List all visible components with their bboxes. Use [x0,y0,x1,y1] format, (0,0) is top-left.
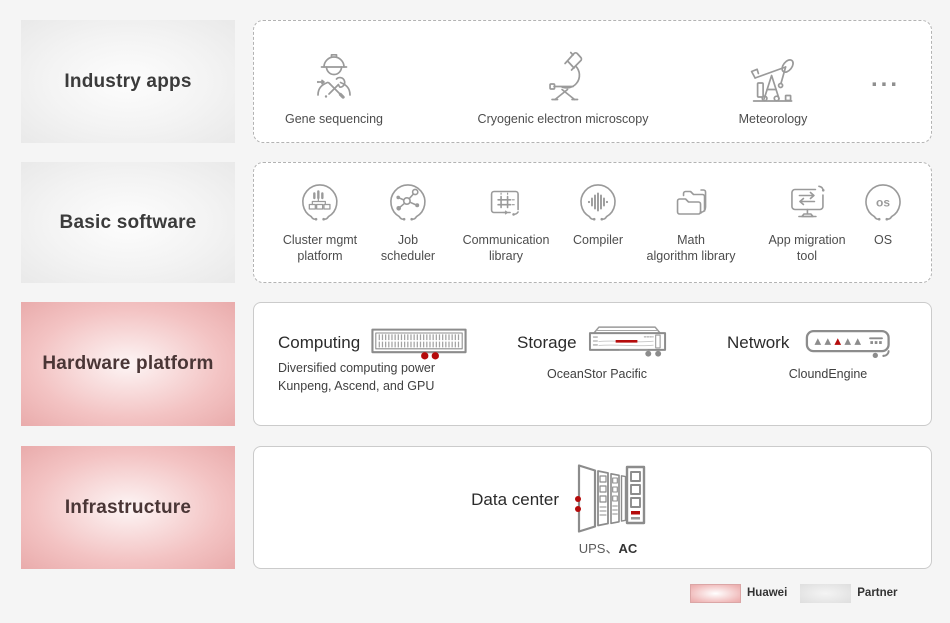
item-caption: Job scheduler [380,233,436,264]
network-switch-icon [805,326,900,361]
item-caption: Compiler [572,233,624,247]
os-icon-label: os [876,196,890,210]
item-caption: App migration tool [768,233,846,264]
layer-title: Industry apps [64,70,192,92]
data-center-title: Data center [471,490,559,509]
storage-array-icon [586,324,671,360]
layer-label-infrastructure: Infrastructure [21,446,235,569]
item-caption: Gene sequencing [285,112,383,126]
network-caption: CloundEngine [788,367,868,381]
storage-caption: OceanStor Pacific [546,367,648,381]
storage-title: Storage [517,333,577,352]
legend-label-partner: Partner [857,587,898,599]
legend-swatch-huawei [690,583,741,603]
hardware-platform-box: Computing Diversified computing power Ku… [253,302,932,426]
basic-software-box: Cluster mgmt platform [253,162,932,283]
layer-label-basic-software: Basic software [21,162,235,283]
cluster-mgmt-icon [283,179,357,225]
computing-title: Computing [278,333,361,352]
legend: Huawei Partner [690,583,898,603]
industry-item-cryo-em: Cryogenic electron microscopy [477,45,649,126]
compiler-icon [573,179,623,225]
item-caption: OS [873,233,893,247]
app-migration-icon [768,179,845,225]
os-icon: os [861,179,905,225]
basic-item-communication-library: Communication library [462,179,550,265]
data-center-racks-icon [570,461,650,535]
math-library-icon [647,179,736,225]
layer-label-hardware-platform: Hardware platform [21,302,235,426]
basic-item-compiler: Compiler [573,179,623,248]
item-caption: Meteorology [738,112,808,126]
legend-label-huawei: Huawei [747,587,788,599]
industry-item-gene-sequencing: Gene sequencing [285,45,383,126]
basic-item-cluster-mgmt: Cluster mgmt platform [283,179,357,265]
layer-title: Infrastructure [64,496,192,518]
item-caption: Math algorithm library [646,233,736,264]
layer-title: Basic software [59,211,197,233]
data-center-caption: UPS、AC [578,541,638,556]
ellipsis-icon: ... [871,65,901,92]
item-caption: Communication library [462,233,550,264]
legend-swatch-partner [800,583,852,603]
job-scheduler-icon [381,179,435,225]
basic-item-job-scheduler: Job scheduler [381,179,435,265]
basic-item-math-library: Math algorithm library [646,179,736,265]
microscope-icon [478,45,649,107]
communication-library-icon [463,179,550,225]
industry-apps-box: Gene sequencing Cryogenic [253,20,932,143]
engineer-tools-icon [285,45,383,107]
network-title: Network [727,333,790,352]
layer-label-industry-apps: Industry apps [21,20,235,143]
industry-item-meteorology: Meteorology [738,45,808,126]
item-caption: Cluster mgmt platform [282,233,358,264]
infrastructure-box: Data center [253,446,932,569]
item-caption: Cryogenic electron microscopy [477,112,649,126]
basic-item-os: os OS [861,179,905,248]
server-icon [371,328,467,361]
layer-title: Hardware platform [42,353,214,374]
pumpjack-icon [739,45,808,107]
basic-item-app-migration: App migration tool [768,179,846,265]
computing-caption: Diversified computing power Kunpeng, Asc… [278,361,436,393]
